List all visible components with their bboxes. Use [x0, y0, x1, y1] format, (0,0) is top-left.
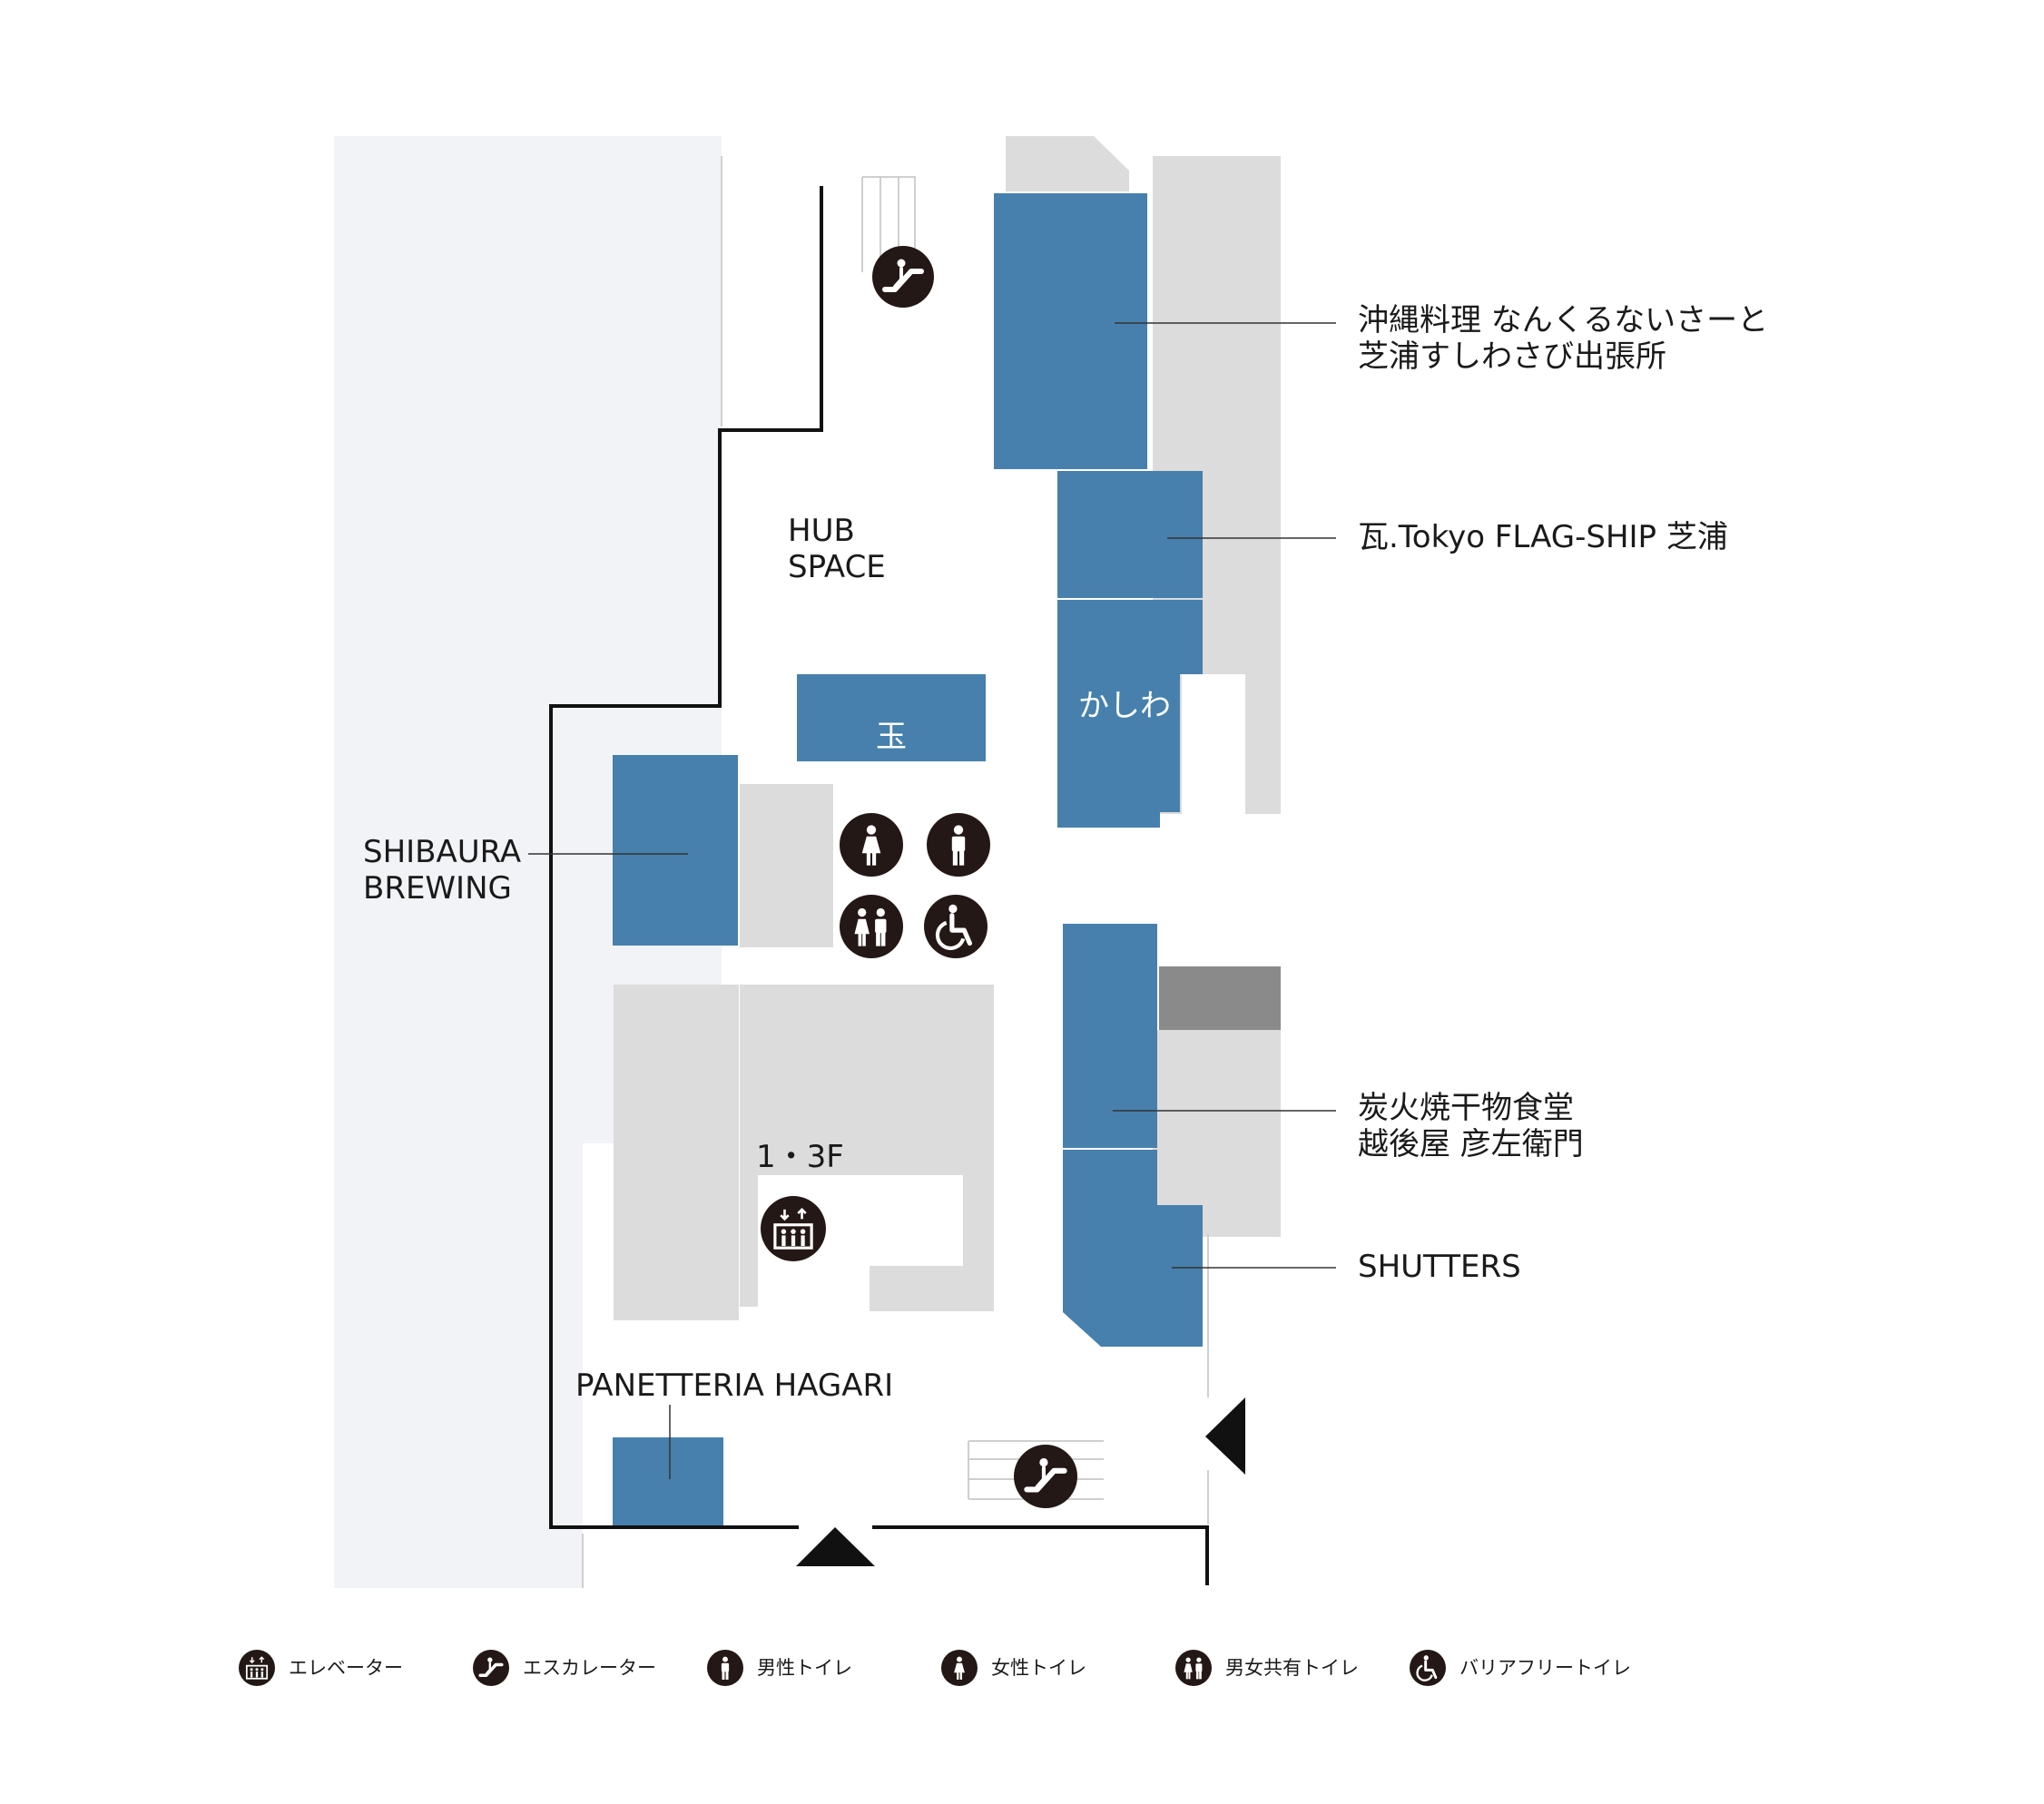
entrance-arrow-right	[1205, 1397, 1245, 1475]
shop-kawara[interactable]	[1057, 471, 1203, 598]
legend-mens-toilet-label: 男性トイレ	[757, 1657, 852, 1679]
white-cutout	[1182, 674, 1245, 815]
legend-mens-toilet-icon	[707, 1650, 743, 1686]
escalator-icon	[1014, 1445, 1077, 1508]
legend-unisex-toilet-icon	[1175, 1650, 1212, 1686]
walls	[549, 186, 1209, 1585]
unisex-toilet-icon	[840, 895, 903, 958]
shop-sumibiyaki-label: 炭火焼干物食堂越後屋 彦左衛門	[1358, 1090, 1584, 1162]
shop-okinawa-label: 沖縄料理 なんくるないさーと芝浦すしわさび出張所	[1358, 302, 1768, 375]
legend-womens-toilet-label: 女性トイレ	[991, 1657, 1086, 1679]
escalator-icon	[872, 246, 934, 308]
shop-shibaura-brewing[interactable]	[613, 755, 738, 946]
shops	[613, 193, 1203, 1526]
shop-tama[interactable]	[797, 674, 986, 761]
legend-womens-toilet-icon	[941, 1650, 978, 1686]
legend-escalator-icon	[473, 1650, 509, 1686]
accessible-toilet-icon	[924, 895, 988, 958]
womens-toilet-icon	[840, 813, 903, 877]
mens-toilet-icon	[927, 813, 990, 877]
elevator-icon	[761, 1196, 826, 1261]
dark-block	[1159, 966, 1281, 1030]
shop-kashiwa-label: かしわ	[1078, 688, 1171, 724]
shop-sumibiyaki[interactable]	[1063, 924, 1157, 1148]
shop-panetteria[interactable]	[613, 1437, 723, 1526]
leader-lines	[528, 322, 1336, 1479]
shop-kashiwa[interactable]	[1057, 600, 1203, 828]
shop-shutters[interactable]	[1063, 1150, 1203, 1347]
legend-accessible-toilet-icon	[1410, 1650, 1446, 1686]
shop-panetteria-label: PANETTERIA HAGARI	[575, 1368, 893, 1404]
legend-escalator-label: エスカレーター	[523, 1657, 656, 1679]
legend: エレベーター エスカレーター 男性トイレ 女性トイレ 男女共有トイレ バリアフリ…	[239, 1650, 1631, 1686]
floor-marker-label: 1・3F	[756, 1139, 844, 1175]
legend-unisex-toilet-label: 男女共有トイレ	[1225, 1657, 1359, 1679]
other-tenants	[614, 136, 1281, 1320]
entrance-arrow-bottom	[796, 1527, 875, 1566]
shop-okinawa[interactable]	[994, 193, 1147, 469]
shop-tama-label: 玉	[876, 719, 907, 755]
shop-kawara-label: 瓦.Tokyo FLAG-SHIP 芝浦	[1358, 519, 1728, 555]
legend-elevator-label: エレベーター	[289, 1657, 403, 1679]
shop-shutters-label: SHUTTERS	[1358, 1249, 1521, 1285]
legend-accessible-toilet-label: バリアフリートイレ	[1459, 1657, 1631, 1679]
legend-elevator-icon	[239, 1650, 275, 1686]
